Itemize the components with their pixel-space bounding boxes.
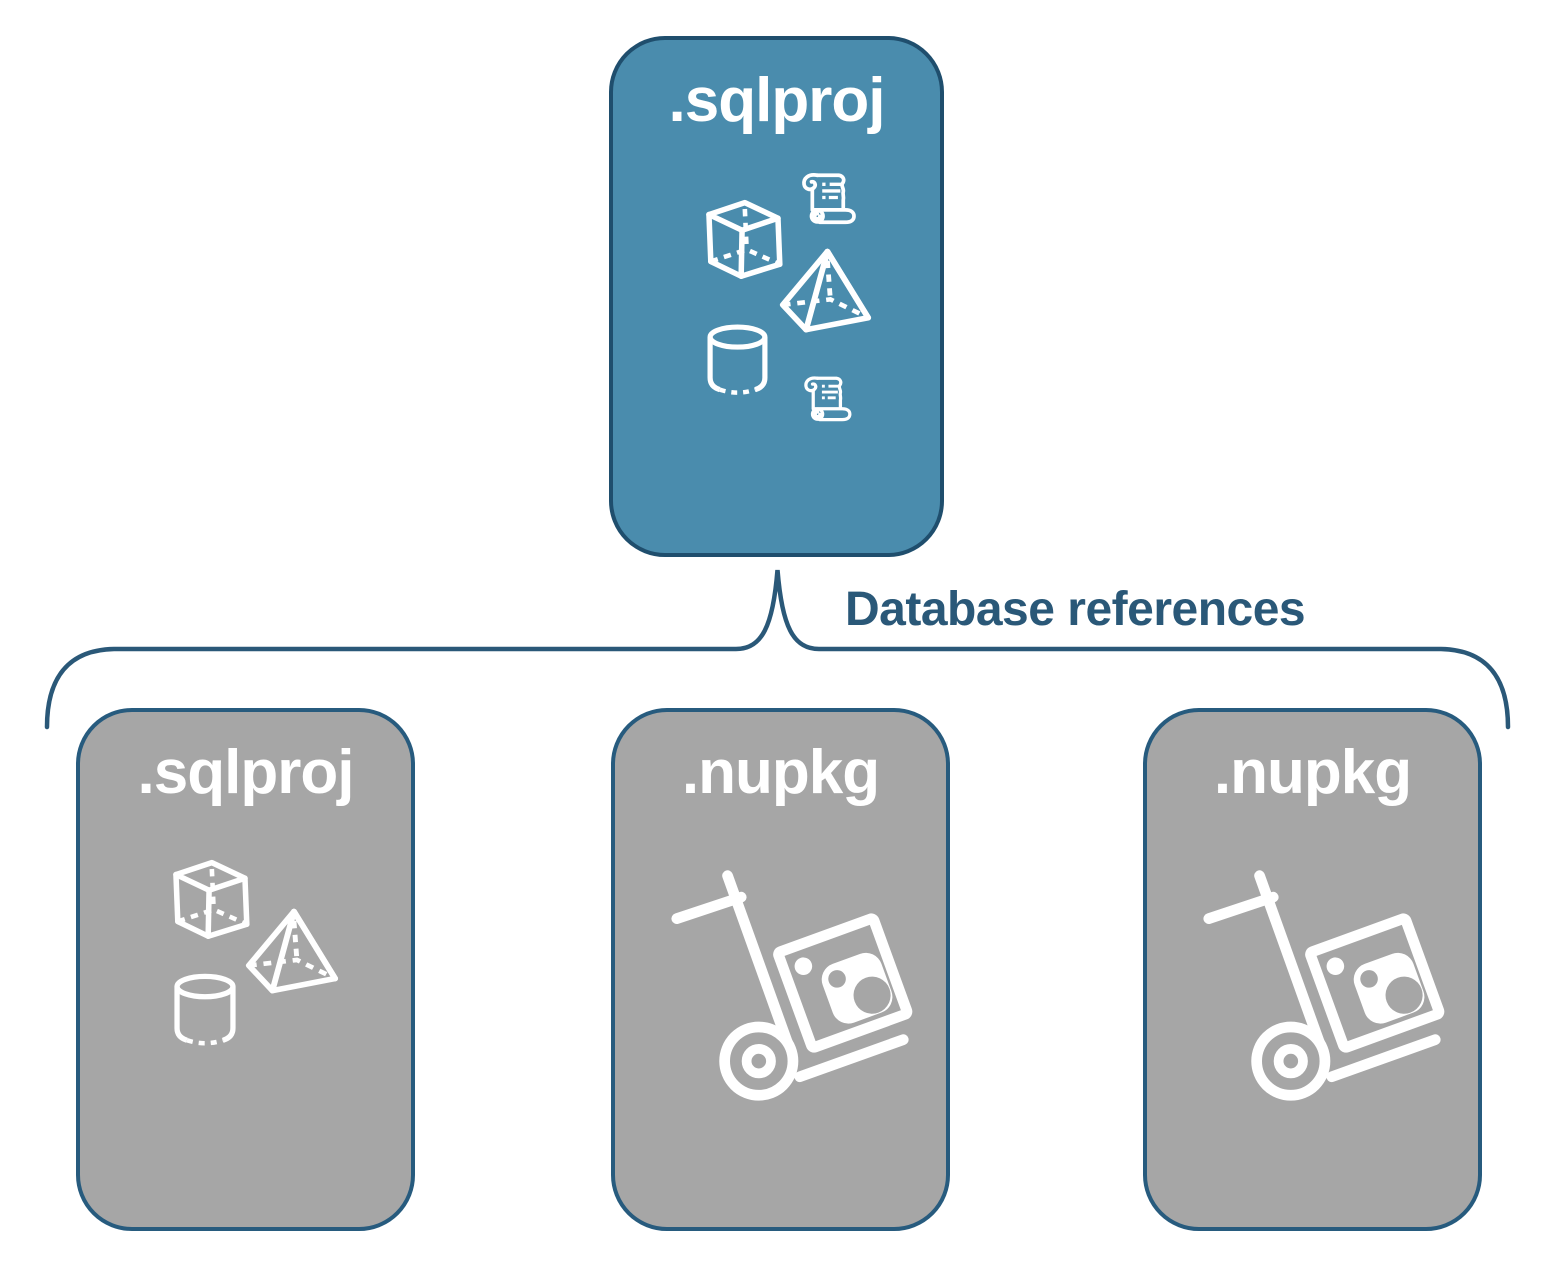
package-dolly-icon [1201,858,1445,1112]
script-scroll-icon [798,371,856,429]
cylinder-icon [704,323,771,400]
pyramid-icon [777,246,874,338]
pyramid-icon [243,906,341,999]
package-dolly-icon [669,858,913,1112]
script-scroll-icon [795,167,861,233]
root-card-title: .sqlproj [668,66,886,135]
child-card-title: .nupkg [1213,738,1412,807]
child-sqlproj-card: .sqlproj [76,708,415,1231]
root-sqlproj-card: .sqlproj [609,36,944,557]
child-card-title: .nupkg [681,738,880,807]
cube-icon [697,198,789,290]
child-nupkg-card: .nupkg [611,708,950,1231]
cylinder-icon [171,972,239,1051]
child-nupkg-card: .nupkg [1143,708,1482,1231]
connector-label: Database references [845,583,1306,636]
child-card-title: .sqlproj [137,738,355,807]
